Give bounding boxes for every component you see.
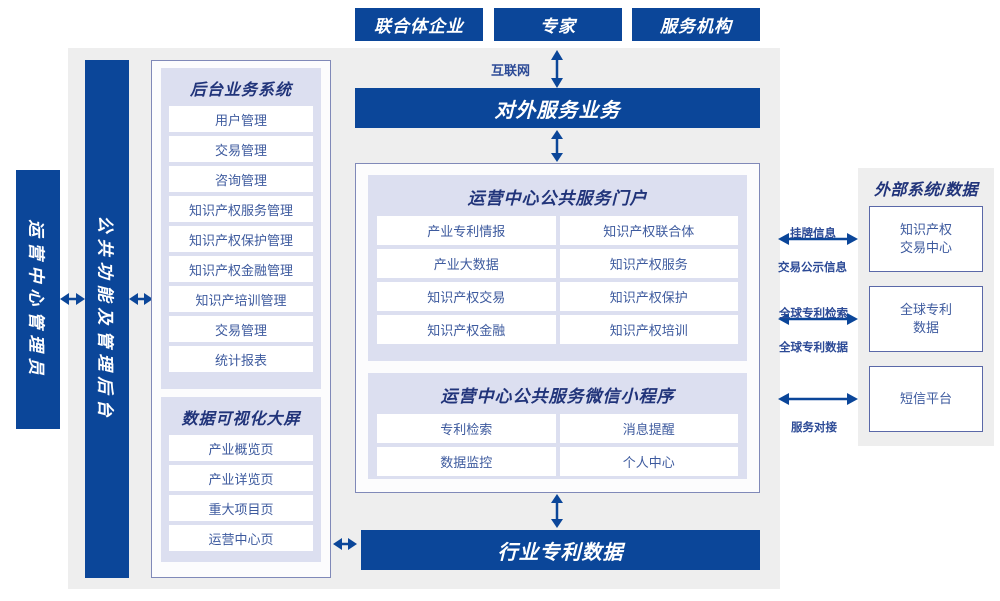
operator-admin-label: 运营中心管理员 <box>26 219 46 380</box>
backoffice-item[interactable]: 交易管理 <box>169 316 313 342</box>
miniprogram-item[interactable]: 专利检索 <box>377 414 556 443</box>
backoffice-item[interactable]: 知识产权服务管理 <box>169 196 313 222</box>
external-box-ip-exchange[interactable]: 知识产权 交易中心 <box>869 206 983 272</box>
dashboard-item[interactable]: 重大项目页 <box>169 495 313 521</box>
actor-box-expert: 专家 <box>494 8 622 41</box>
dashboard-item[interactable]: 产业详览页 <box>169 465 313 491</box>
arrow-operator-to-admin <box>60 291 85 307</box>
backoffice-item[interactable]: 知识产权金融管理 <box>169 256 313 282</box>
portal-title: 运营中心公共服务门户 <box>467 189 648 208</box>
industry-patent-data-label: 行业专利数据 <box>497 541 624 564</box>
backoffice-item[interactable]: 咨询管理 <box>169 166 313 192</box>
internet-label: 互联网 <box>491 63 531 78</box>
external-connector-label-bottom: 交易公示信息 <box>778 262 847 274</box>
external-service-bar: 对外服务业务 <box>355 88 760 128</box>
backoffice-item-list: 用户管理 交易管理 咨询管理 知识产权服务管理 知识产权保护管理 知识产权金融管… <box>161 106 321 372</box>
arrow-external-sms <box>778 391 858 407</box>
external-systems-title: 外部系统/数据 <box>874 182 978 199</box>
external-box-sms-platform[interactable]: 短信平台 <box>869 366 983 432</box>
external-connector-label-top: 挂牌信息 <box>790 228 836 240</box>
external-box-label: 知识产权 交易中心 <box>899 222 952 255</box>
actor-label: 专家 <box>540 17 576 36</box>
portal-item[interactable]: 知识产权金融 <box>377 315 556 344</box>
dashboard-title: 数据可视化大屏 <box>181 411 301 428</box>
actor-label: 联合体企业 <box>374 17 464 36</box>
portal-item[interactable]: 产业大数据 <box>377 249 556 278</box>
external-box-label: 全球专利 数据 <box>899 302 952 335</box>
miniprogram-item[interactable]: 数据监控 <box>377 447 556 476</box>
external-box-global-patent-data[interactable]: 全球专利 数据 <box>869 286 983 352</box>
portal-item[interactable]: 产业专利情报 <box>377 216 556 245</box>
public-function-admin-label: 公共功能及管理后台 <box>95 215 115 423</box>
arrow-external-ip-exchange <box>778 231 858 247</box>
actor-label: 服务机构 <box>660 17 732 36</box>
miniprogram-item[interactable]: 消息提醒 <box>559 414 738 443</box>
dashboard-group: 数据可视化大屏 产业概览页 产业详览页 重大项目页 运营中心页 <box>161 397 321 562</box>
arrow-external-global-patent <box>778 311 858 327</box>
arrow-backoffice-to-industry-data <box>333 536 357 552</box>
external-connector-label-top: 全球专利检索 <box>779 308 848 320</box>
external-connector-label-bottom: 服务对接 <box>791 422 837 434</box>
public-function-admin-bar: 公共功能及管理后台 <box>85 60 129 578</box>
portal-item[interactable]: 知识产权培训 <box>559 315 738 344</box>
industry-patent-data-bar: 行业专利数据 <box>361 530 760 570</box>
portal-item[interactable]: 知识产权交易 <box>377 282 556 311</box>
external-service-label: 对外服务业务 <box>494 99 621 122</box>
portal-item[interactable]: 知识产权保护 <box>559 282 738 311</box>
backoffice-item[interactable]: 用户管理 <box>169 106 313 132</box>
backoffice-group: 后台业务系统 用户管理 交易管理 咨询管理 知识产权服务管理 知识产权保护管理 … <box>161 68 321 389</box>
arrow-service-to-portal <box>549 130 565 162</box>
backoffice-title: 后台业务系统 <box>189 82 292 99</box>
arrow-internet <box>549 50 565 88</box>
portal-item[interactable]: 知识产权联合体 <box>559 216 738 245</box>
arrow-admin-to-backoffice <box>129 291 153 307</box>
portal-item[interactable]: 知识产权服务 <box>559 249 738 278</box>
backoffice-item[interactable]: 统计报表 <box>169 346 313 372</box>
operator-admin-bar: 运营中心管理员 <box>16 170 60 429</box>
dashboard-item[interactable]: 运营中心页 <box>169 525 313 551</box>
miniprogram-item[interactable]: 个人中心 <box>559 447 738 476</box>
backoffice-item[interactable]: 交易管理 <box>169 136 313 162</box>
miniprogram-group: 运营中心公共服务微信小程序 专利检索 消息提醒 数据监控 个人中心 <box>368 373 747 479</box>
portal-item-grid: 产业专利情报 知识产权联合体 产业大数据 知识产权服务 知识产权交易 知识产权保… <box>368 216 747 344</box>
backoffice-item[interactable]: 知识产权保护管理 <box>169 226 313 252</box>
miniprogram-item-grid: 专利检索 消息提醒 数据监控 个人中心 <box>368 414 747 476</box>
actor-box-consortium: 联合体企业 <box>355 8 483 41</box>
dashboard-item[interactable]: 产业概览页 <box>169 435 313 461</box>
backoffice-item[interactable]: 知识产培训管理 <box>169 286 313 312</box>
portal-group: 运营中心公共服务门户 产业专利情报 知识产权联合体 产业大数据 知识产权服务 知… <box>368 175 747 361</box>
miniprogram-title: 运营中心公共服务微信小程序 <box>440 387 675 406</box>
actor-box-service-org: 服务机构 <box>632 8 760 41</box>
dashboard-item-list: 产业概览页 产业详览页 重大项目页 运营中心页 <box>161 435 321 551</box>
external-connector-label-bottom: 全球专利数据 <box>779 342 848 354</box>
arrow-portal-to-industry-data <box>549 494 565 528</box>
external-box-label: 短信平台 <box>899 391 952 407</box>
